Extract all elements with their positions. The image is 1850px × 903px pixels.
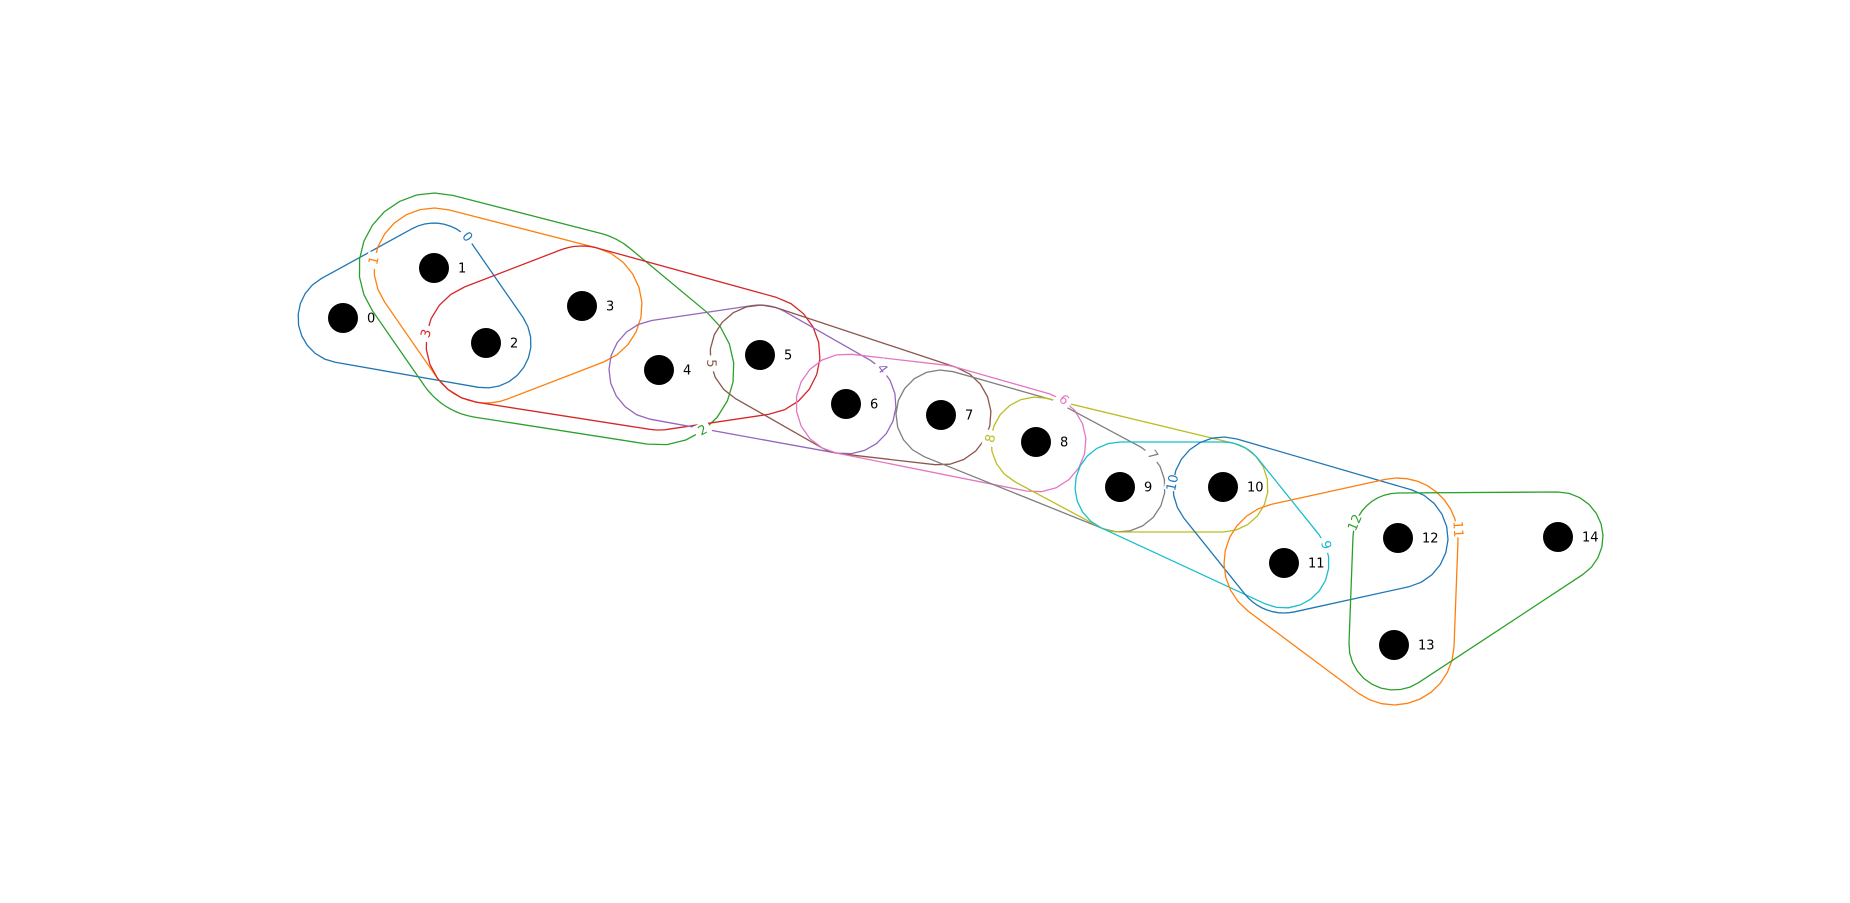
hyperedge-12-hull [1348, 491, 1604, 691]
node-7 [926, 400, 956, 430]
hyperedge-2-label-bg [692, 419, 714, 442]
hyperedge-11-hull [1223, 477, 1459, 706]
hyperedge-12-label: 12 [1345, 512, 1365, 533]
node-10 [1208, 472, 1238, 502]
node-1-label: 1 [458, 262, 466, 277]
node-0-label: 0 [367, 312, 375, 327]
node-7-label: 7 [965, 409, 973, 424]
hyperedge-0-hull [297, 222, 532, 389]
node-6 [831, 389, 861, 419]
hyperedge-6-label-bg [1052, 388, 1075, 412]
hyperedge-11-label: 11 [1449, 521, 1465, 538]
hyperedge-1-label-bg [364, 250, 385, 271]
hyperedge-10-hull [1172, 436, 1449, 614]
node-3 [567, 291, 597, 321]
node-1 [419, 253, 449, 283]
node-9-label: 9 [1144, 481, 1152, 496]
node-2-label: 2 [510, 337, 518, 352]
node-9 [1105, 472, 1135, 502]
hyperedge-0-label-bg [455, 225, 479, 249]
hyperedge-9-label-bg [1315, 535, 1336, 556]
hyperedge-3-label: 3 [418, 328, 435, 340]
node-12 [1383, 523, 1413, 553]
hyperedge-2-hull [358, 192, 735, 446]
node-11-label: 11 [1308, 557, 1325, 572]
node-4 [644, 355, 674, 385]
hyperedge-3-hull [425, 245, 821, 431]
node-14-label: 14 [1582, 531, 1599, 546]
hyperedge-hull-layer [297, 192, 1604, 706]
hyperedge-5-hull [709, 304, 992, 466]
node-8-label: 8 [1060, 436, 1068, 451]
node-2 [471, 328, 501, 358]
hyperedge-3-label-bg [416, 323, 437, 344]
hyperedge-9-label: 9 [1317, 539, 1334, 551]
node-3-label: 3 [606, 300, 614, 315]
hyperedge-5-label: 5 [703, 359, 718, 368]
node-8 [1021, 427, 1051, 457]
hyperedge-9-hull [1074, 441, 1330, 609]
node-0 [328, 303, 358, 333]
node-10-label: 10 [1247, 481, 1264, 496]
hyperedge-1-label: 1 [366, 255, 383, 267]
hyperedge-10-label-bg [1163, 473, 1183, 493]
node-14 [1543, 522, 1573, 552]
node-4-label: 4 [683, 364, 691, 379]
hyperedge-1-hull [373, 207, 643, 404]
hyperedge-11-label-bg [1448, 520, 1466, 538]
node-6-label: 6 [870, 398, 878, 413]
hyperedge-6-hull [795, 353, 1087, 493]
node-12-label: 12 [1422, 532, 1439, 547]
hyperedge-8-label: 8 [983, 433, 999, 444]
node-5-label: 5 [784, 349, 792, 364]
hyperedge-12-label-bg [1345, 512, 1367, 534]
hyperedge-4-label-bg [870, 357, 893, 381]
node-5 [745, 340, 775, 370]
node-13-label: 13 [1418, 639, 1435, 654]
hyperedge-10-label: 10 [1164, 473, 1182, 492]
hyperedge-8-hull [990, 396, 1269, 533]
hyperedge-8-label-bg [981, 429, 1001, 449]
node-13 [1379, 630, 1409, 660]
node-11 [1269, 548, 1299, 578]
hyperedge-7-label-bg [1140, 444, 1164, 467]
hyperedge-5-label-bg [702, 355, 719, 372]
